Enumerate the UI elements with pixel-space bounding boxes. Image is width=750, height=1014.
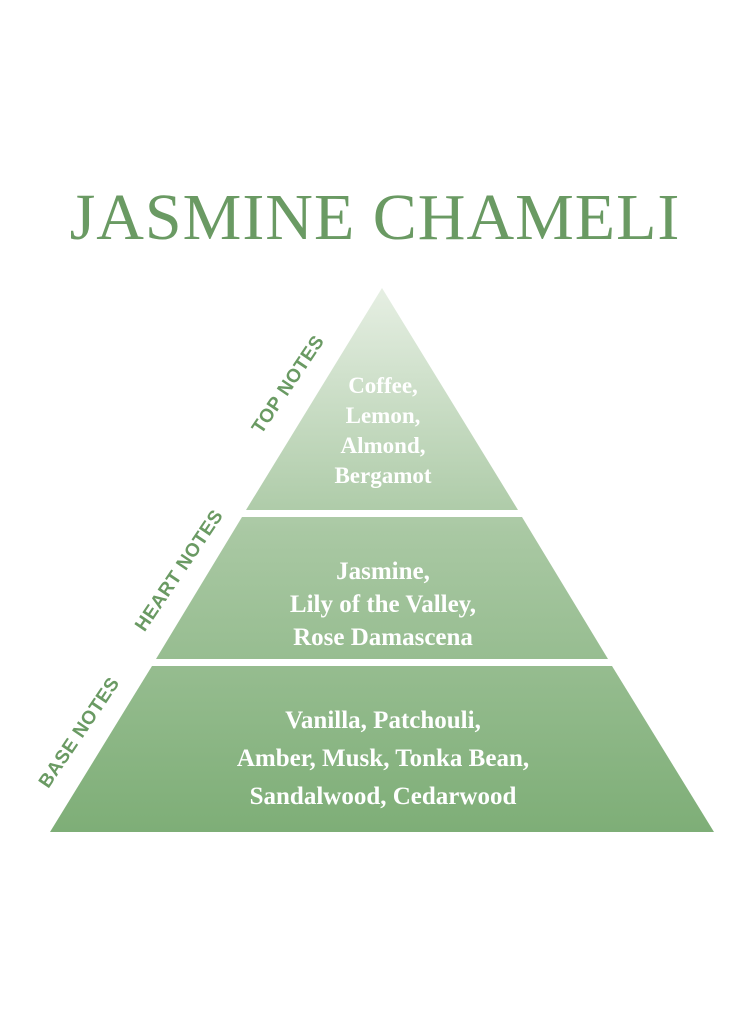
top-note-line: Almond, [340,433,426,458]
top-notes-list: Coffee, Lemon, Almond, Bergamot [283,371,483,491]
base-notes-list: Vanilla, Patchouli, Amber, Musk, Tonka B… [183,702,583,816]
pyramid-tier-top [246,288,518,510]
base-note-line: Sandalwood, Cedarwood [249,783,517,810]
heart-note-line: Lily of the Valley, [289,591,477,618]
heart-notes-list: Jasmine, Lily of the Valley, Rose Damasc… [233,555,533,654]
top-note-line: Coffee, [348,373,418,398]
pyramid-tier-base [50,666,714,832]
heart-note-line: Rose Damascena [293,624,473,651]
top-note-line: Bergamot [334,463,432,488]
page-title: JASMINE CHAMELI [69,181,681,254]
base-note-line: Vanilla, Patchouli, [285,707,481,734]
pyramid-tier-heart [156,517,608,659]
top-note-line: Lemon, [345,403,421,428]
heart-note-line: Jasmine, [336,558,430,585]
base-note-line: Amber, Musk, Tonka Bean, [236,745,530,772]
